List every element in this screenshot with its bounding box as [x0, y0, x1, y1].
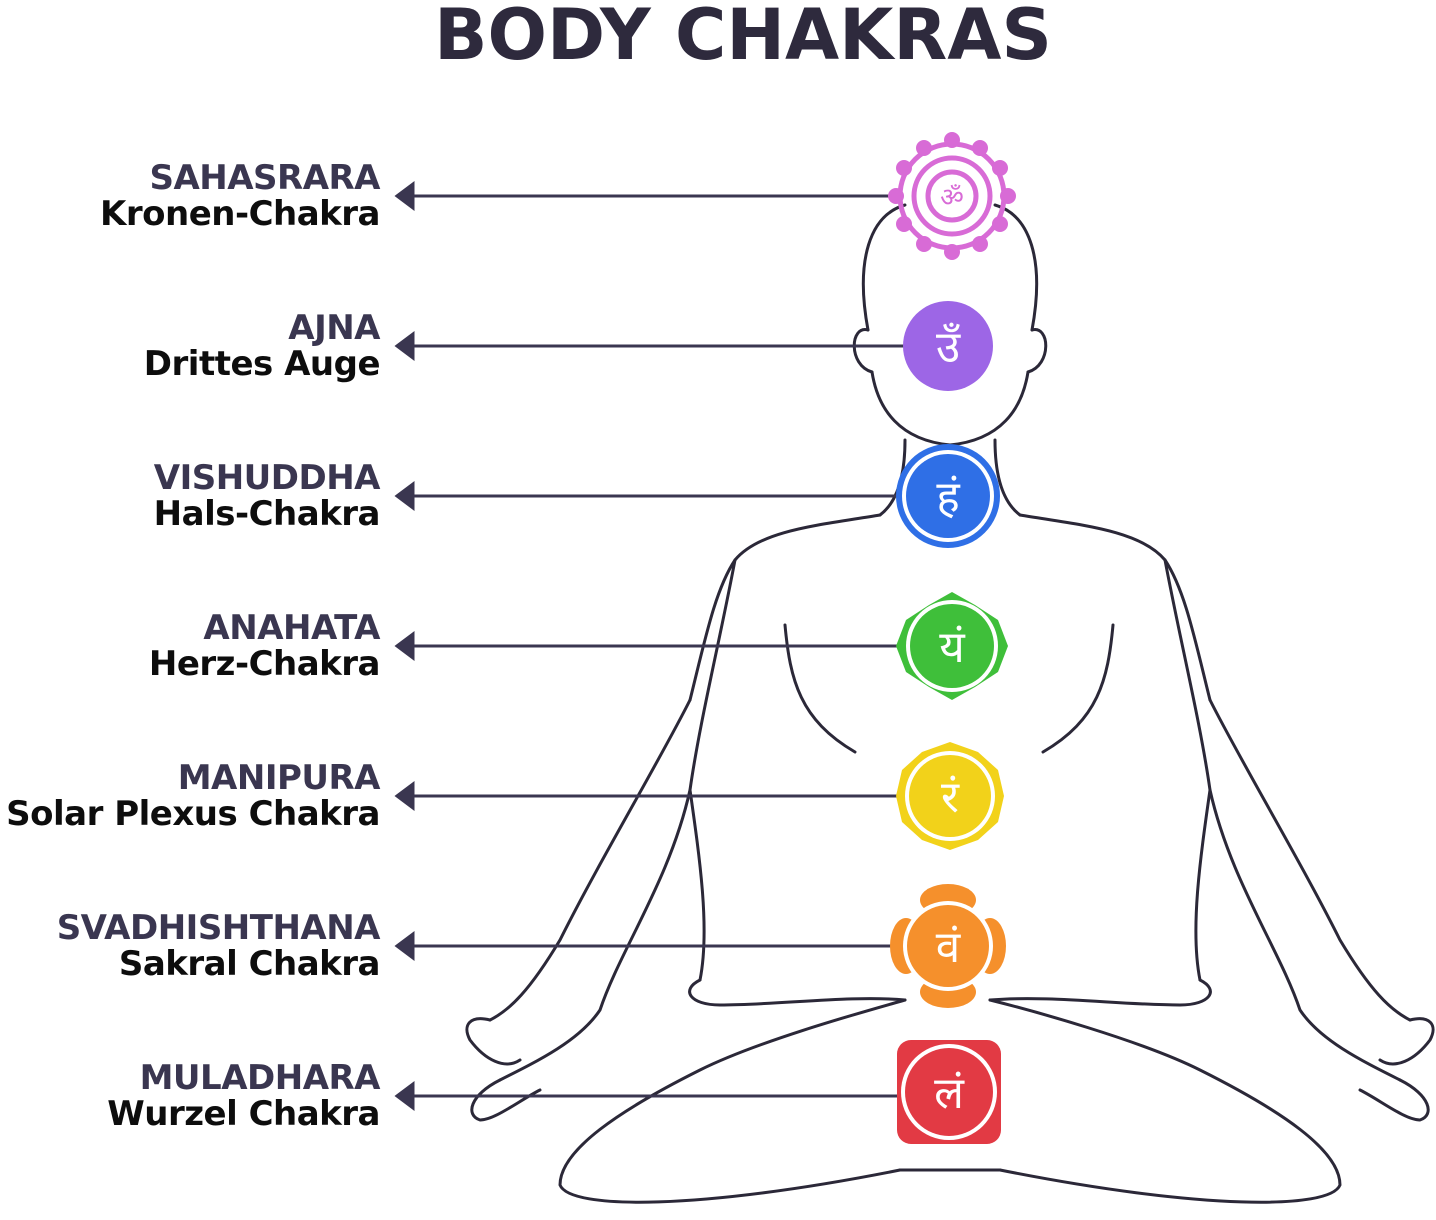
sanskrit-name: AJNA	[288, 308, 380, 348]
sanskrit-name: VISHUDDHA	[153, 458, 381, 498]
chakra-syllable: यं	[939, 622, 966, 673]
chakra-label-anahata: ANAHATA Herz-Chakra	[148, 608, 381, 684]
german-name: Sakral Chakra	[118, 944, 381, 984]
german-name: Wurzel Chakra	[107, 1094, 380, 1134]
sanskrit-name: MULADHARA	[139, 1058, 381, 1098]
muladhara-chakra-icon: लं	[897, 1040, 1001, 1144]
chakra-label-manipura: MANIPURA Solar Plexus Chakra	[6, 760, 380, 832]
chakra-syllable: हं	[936, 472, 960, 523]
chakra-syllable: लं	[934, 1068, 965, 1119]
chakra-syllable: रं	[941, 772, 960, 823]
chakra-label-sahasrara: SAHASRARA Kronen-Chakra	[100, 160, 380, 232]
german-name: Solar Plexus Chakra	[6, 794, 380, 834]
ajna-chakra-icon: उँ	[903, 301, 993, 391]
sanskrit-name: SVADHISHTHANA	[56, 908, 381, 948]
anahata-chakra-icon: यं	[896, 592, 1008, 700]
german-name: Drittes Auge	[143, 344, 381, 384]
chakra-label-vishuddha: VISHUDDHA Hals-Chakra	[153, 458, 381, 534]
sanskrit-name: SAHASRARA	[149, 158, 380, 198]
chakra-label-ajna: AJNA Drittes Auge	[143, 308, 381, 384]
sanskrit-name: ANAHATA	[203, 608, 380, 648]
pointer-arrows	[394, 181, 905, 1111]
german-name: Kronen-Chakra	[100, 194, 380, 234]
diagram-title: BODY CHAKRAS	[434, 0, 1052, 76]
chakra-syllable: वं	[936, 922, 962, 973]
sahasrara-chakra-icon: ॐ	[888, 132, 1016, 260]
manipura-chakra-icon: रं	[896, 742, 1004, 850]
chakra-label-muladhara: MULADHARA Wurzel Chakra	[107, 1060, 380, 1132]
chakra-syllable: ॐ	[940, 183, 964, 213]
chakra-label-svadhishthana: SVADHISHTHANA Sakral Chakra	[56, 908, 381, 984]
german-name: Herz-Chakra	[148, 644, 381, 684]
chakra-syllable: उँ	[936, 322, 961, 373]
svadhishthana-chakra-icon: वं	[890, 884, 1006, 1008]
sanskrit-name: MANIPURA	[177, 758, 381, 798]
german-name: Hals-Chakra	[153, 494, 381, 534]
vishuddha-chakra-icon: हं	[896, 444, 1000, 548]
